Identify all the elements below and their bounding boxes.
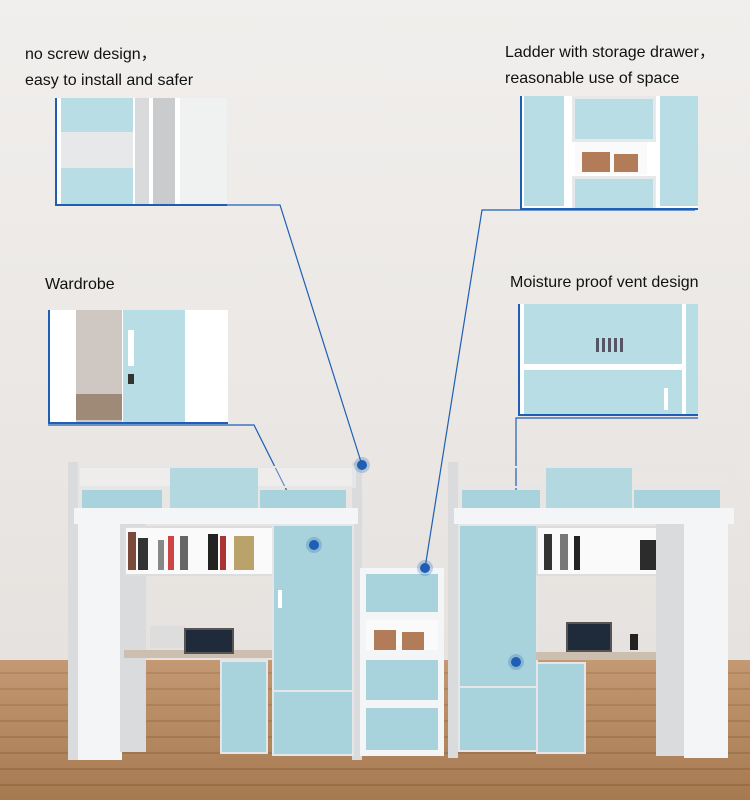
- label-wardrobe: Wardrobe: [45, 276, 115, 293]
- label-screw-design-line1: no screw design，: [25, 46, 157, 63]
- inset-wardrobe-detail: [48, 310, 228, 424]
- inset-ladder-detail: [520, 96, 698, 210]
- callout-dot-vent: [511, 657, 521, 667]
- callout-dot-ladder: [420, 563, 430, 573]
- callout-dot-wardrobe: [309, 540, 319, 550]
- left-loft-bed: [68, 462, 368, 762]
- label-screw-design-line2: easy to install and safer: [25, 72, 194, 89]
- callout-dot-screw: [357, 460, 367, 470]
- right-loft-bed: [444, 462, 740, 762]
- label-vent-design: Moisture proof vent design: [510, 274, 699, 291]
- middle-ladder-cabinet: [360, 568, 444, 756]
- label-ladder-line1: Ladder with storage drawer，: [505, 44, 715, 61]
- inset-screw-detail: [55, 98, 227, 206]
- inset-vent-detail: [518, 304, 698, 416]
- label-ladder-line2: reasonable use of space: [505, 70, 680, 87]
